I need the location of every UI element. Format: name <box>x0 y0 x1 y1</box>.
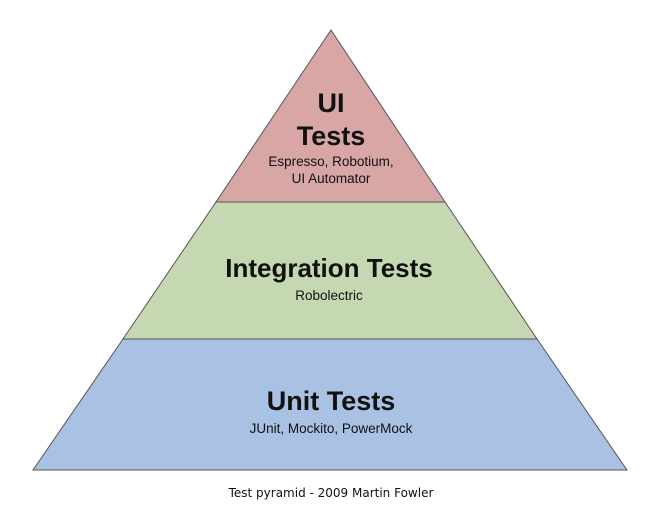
unit-tests-title: Unit Tests <box>267 386 396 416</box>
unit-tests-tools: JUnit, Mockito, PowerMock <box>250 421 413 436</box>
ui-tests-title-line2: Tests <box>297 121 366 151</box>
unit-tests-tier <box>32 338 628 471</box>
ui-tests-tools-line1: Espresso, Robotium, <box>268 154 393 169</box>
pyramid-caption: Test pyramid - 2009 Martin Fowler <box>228 486 434 500</box>
ui-tests-tools-line2: UI Automator <box>292 171 371 186</box>
integration-tests-tools: Robolectric <box>295 288 363 303</box>
integration-tests-title: Integration Tests <box>225 253 433 283</box>
ui-tests-title-line1: UI <box>318 88 345 118</box>
